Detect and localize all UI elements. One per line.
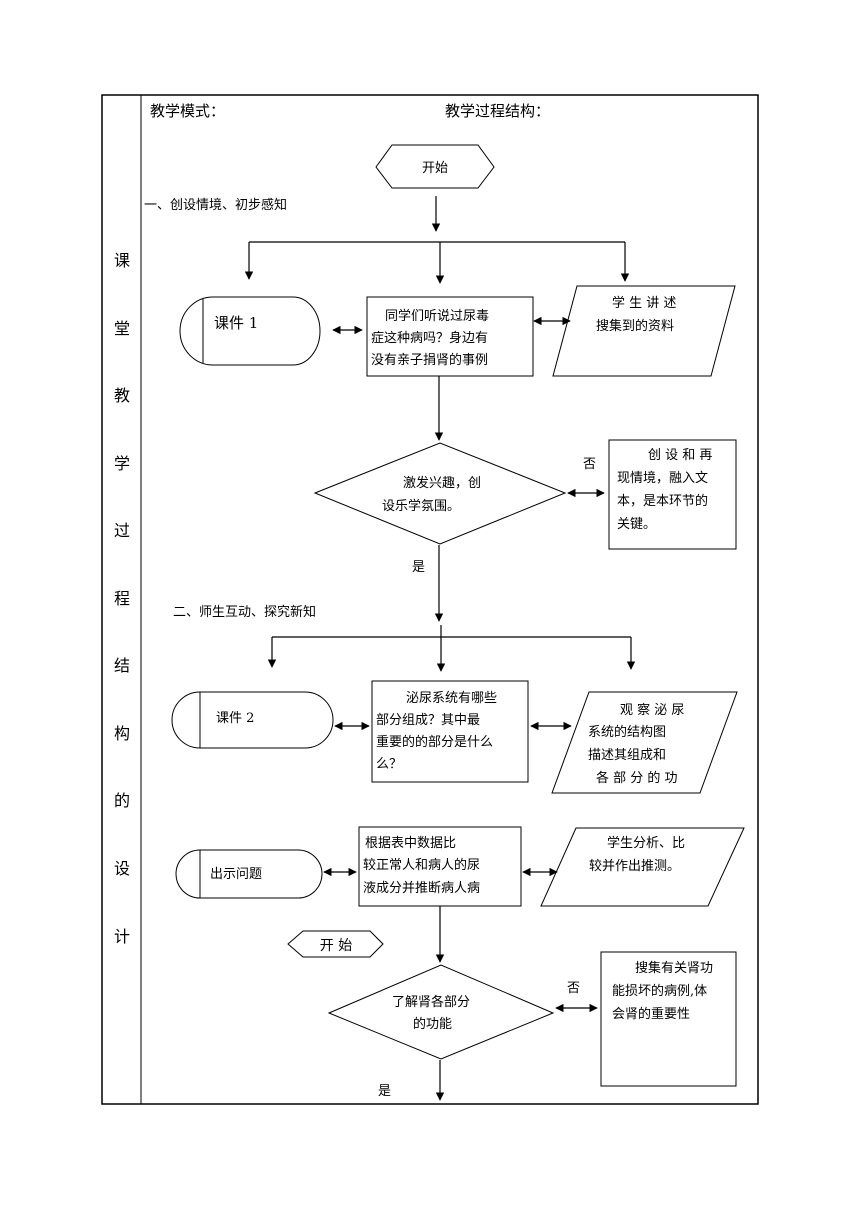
note-line: 关键。 xyxy=(617,517,656,532)
problem-node xyxy=(175,849,323,899)
side-char: 结 xyxy=(114,656,130,675)
observe-node xyxy=(551,691,738,794)
yes-label: 是 xyxy=(378,1084,391,1099)
observe-line: 描述其组成和 xyxy=(588,748,666,763)
note-line: 现情境，融入文 xyxy=(617,471,708,486)
student-line: 搜集到的资料 xyxy=(596,318,674,334)
analysis-node xyxy=(540,827,745,907)
start-label: 开始 xyxy=(422,161,448,176)
side-char: 堂 xyxy=(114,319,130,338)
decision-line: 了解肾各部分 xyxy=(392,994,470,1010)
start-node-2 xyxy=(287,930,384,958)
start-label-2: 开 始 xyxy=(320,938,352,954)
side-char: 学 xyxy=(114,454,130,473)
decision-line: 的功能 xyxy=(413,1016,452,1032)
teaching-mode-label: 教学模式： xyxy=(150,102,225,120)
side-char: 构 xyxy=(114,724,130,743)
decision-line: 激发兴趣，创 xyxy=(403,475,481,491)
note-line: 创 设 和 再 xyxy=(648,448,712,463)
side-char: 的 xyxy=(114,791,130,810)
question-line: 重要的的部分是什么 xyxy=(376,734,493,750)
question-line: 么？ xyxy=(376,757,402,772)
note-line: 能损坏的病例,体 xyxy=(612,983,707,999)
question-line: 泌尿系统有哪些 xyxy=(406,691,497,706)
observe-line: 各 部 分 的 功 xyxy=(596,770,678,786)
table-question-line: 较正常人和病人的尿 xyxy=(363,857,480,873)
table-border xyxy=(101,94,759,1105)
courseware-2-node xyxy=(171,691,334,749)
side-char: 教 xyxy=(114,386,130,405)
side-char: 设 xyxy=(114,859,130,878)
courseware-1-label: 课件 1 xyxy=(214,314,258,332)
question-line: 没有亲子捐肾的事例 xyxy=(371,352,488,368)
table-question-line: 液成分并推断病人病 xyxy=(363,881,480,896)
yes-label: 是 xyxy=(412,560,425,575)
table-question-line: 根据表中数据比 xyxy=(365,836,456,851)
side-title: 课 堂 教 学 过 程 结 构 的 设 计 xyxy=(114,251,130,946)
question-line: 症这种病吗？身边有 xyxy=(371,330,488,346)
side-char: 过 xyxy=(114,521,130,540)
side-char: 程 xyxy=(114,589,130,608)
question-line: 同学们听说过尿毒 xyxy=(385,308,489,324)
question-line: 部分组成？其中最 xyxy=(376,713,480,728)
student-report-node xyxy=(552,285,736,377)
analysis-line: 学生分析、比 xyxy=(607,835,685,851)
courseware-1-node xyxy=(179,296,321,366)
observe-line: 观 察 泌 尿 xyxy=(620,703,684,718)
section1-heading: 一、创设情境、初步感知 xyxy=(144,197,287,213)
decision-2-node xyxy=(327,964,555,1060)
process-structure-label: 教学过程结构： xyxy=(445,102,550,120)
student-line: 学 生 讲 述 xyxy=(612,295,676,311)
decision-line: 设乐学氛围。 xyxy=(382,498,460,514)
decision-1-node xyxy=(313,442,567,545)
note-box-1 xyxy=(608,439,737,550)
problem-label: 出示问题 xyxy=(210,867,262,882)
observe-line: 系统的结构图 xyxy=(588,724,666,740)
note-line: 会肾的重要性 xyxy=(612,1006,690,1022)
note-line: 搜集有关肾功 xyxy=(635,960,713,976)
side-char: 计 xyxy=(114,927,130,946)
no-label: 否 xyxy=(567,981,580,996)
note-box-2 xyxy=(600,951,737,1087)
analysis-line: 较并作出推测。 xyxy=(589,859,680,874)
question-box-2 xyxy=(371,680,529,783)
section2-heading: 二、师生互动、探究新知 xyxy=(173,604,316,620)
no-label: 否 xyxy=(583,457,596,472)
question-box-1 xyxy=(366,296,534,377)
side-char: 课 xyxy=(114,251,130,270)
start-node xyxy=(375,144,495,189)
note-line: 本，是本环节的 xyxy=(617,493,708,509)
courseware-2-label: 课件 2 xyxy=(216,711,254,726)
table-question-box xyxy=(358,826,522,907)
